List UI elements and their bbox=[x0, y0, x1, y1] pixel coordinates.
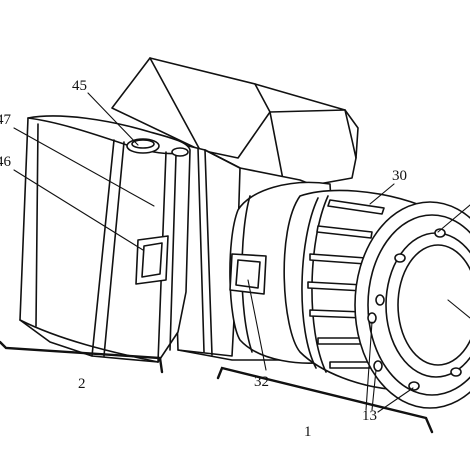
prism-edge-1 bbox=[149, 57, 201, 151]
grip-window-outer bbox=[135, 235, 169, 285]
focus-ring-inner bbox=[301, 197, 319, 369]
bracket-body bbox=[216, 366, 434, 434]
leader-right bbox=[447, 299, 470, 319]
leader-lines bbox=[13, 92, 470, 413]
grip-bottom bbox=[19, 319, 159, 363]
leader-46 bbox=[13, 169, 144, 251]
body-front-face bbox=[204, 149, 213, 356]
label-47: 47 bbox=[0, 112, 12, 128]
front-bezel-inner bbox=[367, 214, 470, 396]
grip-window-inner bbox=[141, 242, 163, 278]
prism-inner-edge bbox=[199, 111, 271, 159]
body-bottom-edge bbox=[177, 349, 291, 361]
grip-curve-1 bbox=[91, 139, 115, 357]
leader-30 bbox=[369, 183, 395, 205]
leader-13a bbox=[371, 369, 377, 411]
label-32: 32 bbox=[254, 374, 269, 390]
grip-top-surface bbox=[27, 117, 187, 155]
label-45: 45 bbox=[72, 78, 87, 94]
label-30: 30 bbox=[392, 168, 407, 184]
label-46: 46 bbox=[0, 154, 12, 170]
leader-32 bbox=[247, 279, 267, 371]
leader-45 bbox=[87, 92, 139, 146]
leader-13c bbox=[365, 321, 373, 411]
prism-side-tab bbox=[344, 109, 359, 159]
leader-47 bbox=[13, 127, 155, 207]
label-1: 1 bbox=[304, 424, 312, 440]
grip-outline bbox=[19, 115, 191, 363]
ring-leds bbox=[367, 228, 462, 391]
shutter-button-top bbox=[131, 139, 155, 149]
leader-top-right bbox=[437, 204, 470, 233]
lens-glass-inner bbox=[397, 244, 470, 366]
lens-assembly bbox=[229, 181, 470, 409]
grip-curve-4 bbox=[169, 153, 177, 351]
lens-window-inner bbox=[235, 259, 261, 289]
bracket-grip bbox=[0, 340, 164, 374]
label-2: 2 bbox=[78, 376, 86, 392]
grip-top-knob bbox=[171, 147, 189, 157]
label-13: 13 bbox=[362, 408, 377, 424]
grip-handle bbox=[19, 115, 191, 363]
lens-window-outer bbox=[229, 253, 267, 295]
grip-curve-2 bbox=[103, 141, 125, 357]
body-front-face-2 bbox=[197, 147, 205, 353]
shutter-button bbox=[126, 138, 160, 154]
grip-front-edge bbox=[35, 123, 39, 327]
reference-labels: 45 47 46 30 32 2 13 1 bbox=[0, 78, 407, 440]
